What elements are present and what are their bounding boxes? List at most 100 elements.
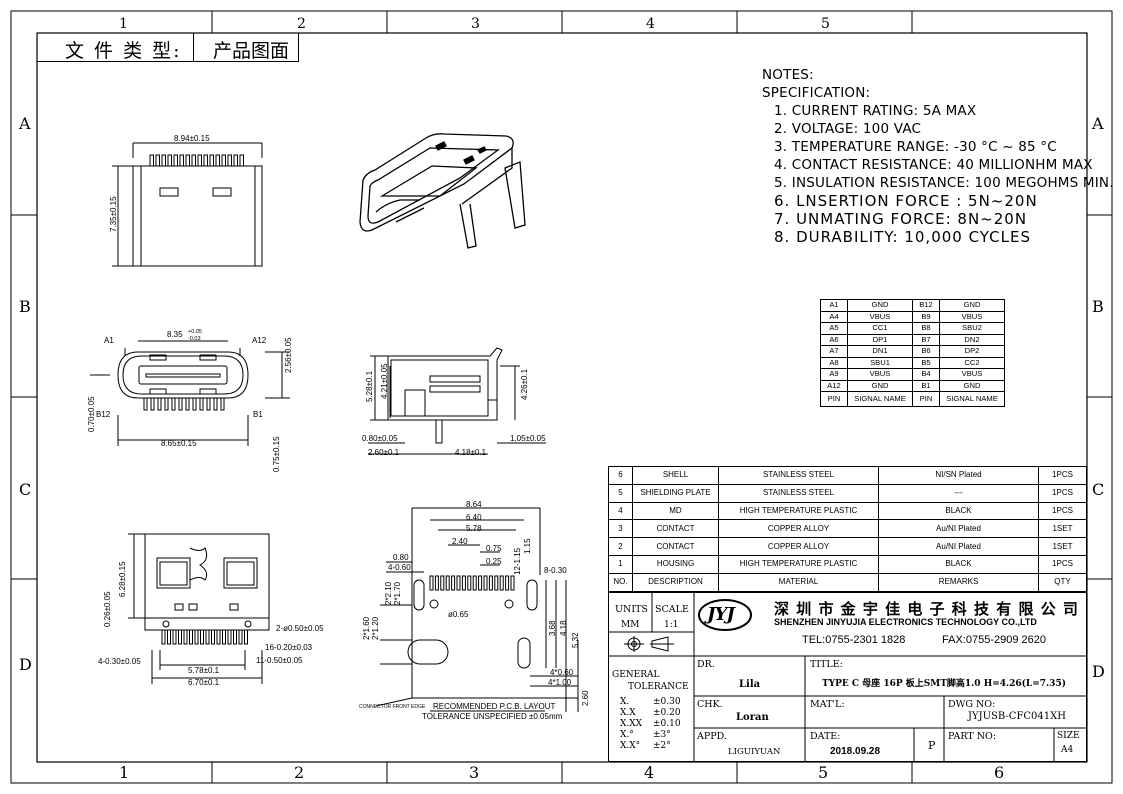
top-view-pin — [149, 154, 154, 167]
scale-value: 1:1 — [664, 620, 679, 630]
dim-front-bottom: 0.75±0.15 — [272, 436, 281, 472]
dwg-label: DWG NO: — [948, 699, 996, 710]
tolerance-key: X.X° — [620, 741, 641, 751]
top-view-pin — [167, 154, 172, 167]
dim-front-inner-tol-dn: -0.03 — [188, 336, 201, 342]
row-label-right-a: A — [1092, 114, 1104, 133]
chk-value: Loran — [736, 712, 769, 723]
col-label-top-4: 4 — [646, 16, 655, 32]
title-label: TITLE: — [810, 659, 843, 670]
doc-type-divider — [193, 33, 194, 61]
doc-type-box: 文 件 类 型: 产品图面 — [37, 33, 299, 62]
top-view-pin — [227, 154, 232, 167]
col-label-bottom-2: 2 — [294, 763, 305, 782]
pcb-dim-5: 0.75 — [486, 544, 502, 553]
note-item-1: 1. CURRENT RATING: 5A MAX — [774, 103, 977, 119]
dim-bot-r2: 16-0.20±0.03 — [265, 643, 313, 652]
tolerance-key: X. — [620, 697, 630, 707]
col-label-top-2: 2 — [297, 16, 306, 32]
front-view-pin — [206, 397, 211, 411]
bom-cell: DESCRIPTION — [632, 572, 719, 592]
col-label-bottom-4: 4 — [644, 763, 655, 782]
pcb-pad — [472, 575, 477, 591]
note-item-6: 6. LNSERTION FORCE : 5N~20N — [774, 192, 1038, 210]
dim-top-width: 8.94±0.15 — [174, 134, 210, 143]
pcb-pad — [445, 575, 450, 591]
top-view-pin — [161, 154, 166, 167]
top-view-pin — [221, 154, 226, 167]
dim-bot-r1: 2-ø0.50±0.05 — [276, 624, 324, 633]
pcb-dim-1: 8.64 — [466, 500, 482, 509]
size-label: SIZE — [1057, 731, 1080, 741]
pcb-dim-7: 1.15 — [523, 538, 532, 554]
tolerance-key: X.° — [620, 730, 634, 740]
pcb-pad — [483, 575, 488, 591]
note-item-7: 7. UNMATING FORCE: 8N~20N — [774, 210, 1028, 228]
title-value: TYPE C 母座 16P 板上SMT脚高1.0 H=4.26(L=7.35) — [822, 679, 1066, 689]
p-label: P — [928, 739, 936, 752]
pcb-dim-22: 4*1.00 — [548, 678, 572, 687]
dim-side-h2: 4.21±0.05 — [380, 363, 389, 399]
bottom-view-pin — [167, 629, 171, 645]
row-label-left-d: D — [19, 655, 32, 674]
bottom-view-pin — [183, 629, 188, 645]
row-label-right-c: C — [1092, 480, 1105, 499]
tolerance-value: ±0.30 — [653, 697, 681, 707]
top-view-pin — [203, 154, 208, 167]
pcb-dim-17: 3.68 — [548, 620, 557, 636]
iso-view — [359, 133, 526, 249]
bottom-view-pin — [211, 629, 215, 645]
row-label-left-a: A — [19, 114, 31, 133]
bottom-view — [128, 533, 270, 684]
top-view-pin — [197, 154, 202, 167]
row-label-left-c: C — [19, 480, 32, 499]
pcb-pad — [434, 575, 439, 591]
note-item-8: 8. DURABILITY: 10,000 CYCLES — [774, 228, 1031, 246]
bottom-view-pin — [233, 629, 237, 645]
pcb-pad — [478, 575, 483, 591]
bom-cell: REMARKS — [878, 572, 1039, 592]
bottom-view-pin — [200, 629, 204, 645]
chk-label: CHK. — [697, 699, 723, 710]
pcb-dim-6: 0.25 — [486, 557, 502, 566]
dim-front-inner: 8.35 — [167, 330, 183, 339]
dim-bot-l1: 4-0.30±0.05 — [98, 657, 141, 666]
top-view-pin — [179, 154, 184, 167]
front-view-pin — [157, 397, 162, 411]
pcb-pad — [510, 575, 515, 591]
label-a12: A12 — [252, 336, 267, 345]
notes-block: NOTES: SPECIFICATION: 1. CURRENT RATING:… — [762, 66, 1114, 246]
pcb-dim-19: 5.32 — [571, 632, 580, 648]
company-tel: TEL:0755-2301 1828 — [802, 634, 906, 646]
side-view — [368, 347, 546, 455]
dim-side-h3: 4.26±0.1 — [520, 368, 529, 400]
company-name-en: SHENZHEN JINYUJIA ELECTRONICS TECHNOLOGY… — [774, 617, 1037, 627]
note-item-4: 4. CONTACT RESISTANCE: 40 MILLIONHM MAX — [774, 157, 1093, 173]
bottom-view-pin — [189, 629, 193, 645]
company-logo-text: JYJ — [707, 604, 735, 625]
pcb-layout-view — [375, 507, 579, 712]
bottom-view-pin — [238, 629, 243, 645]
pcb-note-2: RECOMMENDED P.C.B. LAYOUT — [433, 702, 556, 711]
pcb-dim-21: 4*0.60 — [550, 668, 574, 677]
front-view-pin — [185, 397, 190, 411]
tolerance-key: X.X — [620, 708, 636, 718]
pin-header-cell: SIGNAL NAME — [939, 391, 1005, 407]
tolerance-value: ±0.20 — [653, 708, 681, 718]
bom-cell: 1PCS — [1038, 554, 1087, 574]
pcb-dim-11: 12-1.15 — [513, 547, 522, 575]
pcb-dim-12: 2*2.10 — [384, 581, 393, 605]
bom-cell: QTY — [1038, 572, 1087, 592]
dim-front-inner-tol-up: +0.05 — [188, 329, 202, 335]
third-angle-projection-icon — [624, 636, 674, 652]
label-b1: B1 — [253, 410, 263, 419]
dim-side-w1: 0.80±0.05 — [362, 434, 398, 443]
pcb-dim-9: 4-0.60 — [388, 563, 411, 572]
dwg-value: JYJUSB-CFC041XH — [968, 711, 1066, 722]
